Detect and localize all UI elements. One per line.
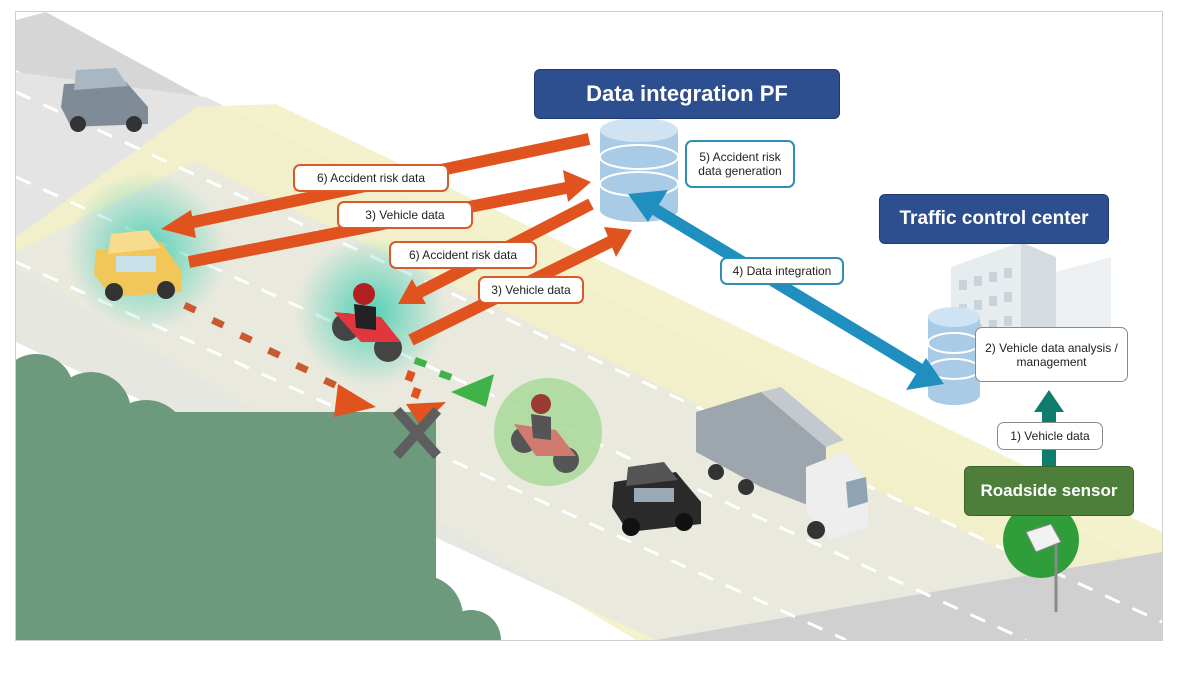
accident-risk-data-label: 6) Accident risk data — [293, 164, 449, 192]
car-icon — [61, 68, 148, 132]
traffic-control-center-header: Traffic control center — [879, 194, 1109, 244]
car-icon — [94, 230, 181, 301]
lane-marking — [16, 90, 1162, 624]
vehicle-data-analysis-label: 2) Vehicle data analysis / management — [975, 327, 1128, 382]
sensor-icon — [1003, 502, 1079, 612]
vehicle-data-label: 3) Vehicle data — [337, 201, 473, 229]
motorcycle-trajectory-red — [404, 369, 446, 427]
tree-line — [16, 354, 501, 640]
database-icon — [927, 307, 981, 405]
sensor-vehicle-data-label: 1) Vehicle data — [997, 422, 1103, 450]
accident-risk-data-label: 6) Accident risk data — [389, 241, 537, 269]
data-integration-arrow — [628, 190, 944, 390]
motorcycle-icon — [494, 378, 602, 486]
vehicle-data-label: 3) Vehicle data — [478, 276, 584, 304]
collision-x-icon — [392, 406, 442, 460]
motorcycle-trajectory-green — [413, 357, 494, 407]
car-trajectory — [183, 302, 376, 417]
car-icon — [612, 462, 701, 536]
diagram-frame: Data integration PF Traffic control cent… — [15, 11, 1163, 641]
data-integration-pf-header: Data integration PF — [534, 69, 840, 119]
motorcycle-icon — [332, 283, 402, 362]
data-integration-label: 4) Data integration — [720, 257, 844, 285]
accident-risk-generation-label: 5) Accident risk data generation — [685, 140, 795, 188]
truck-icon — [696, 387, 868, 540]
roadside-sensor-header: Roadside sensor — [964, 466, 1134, 516]
